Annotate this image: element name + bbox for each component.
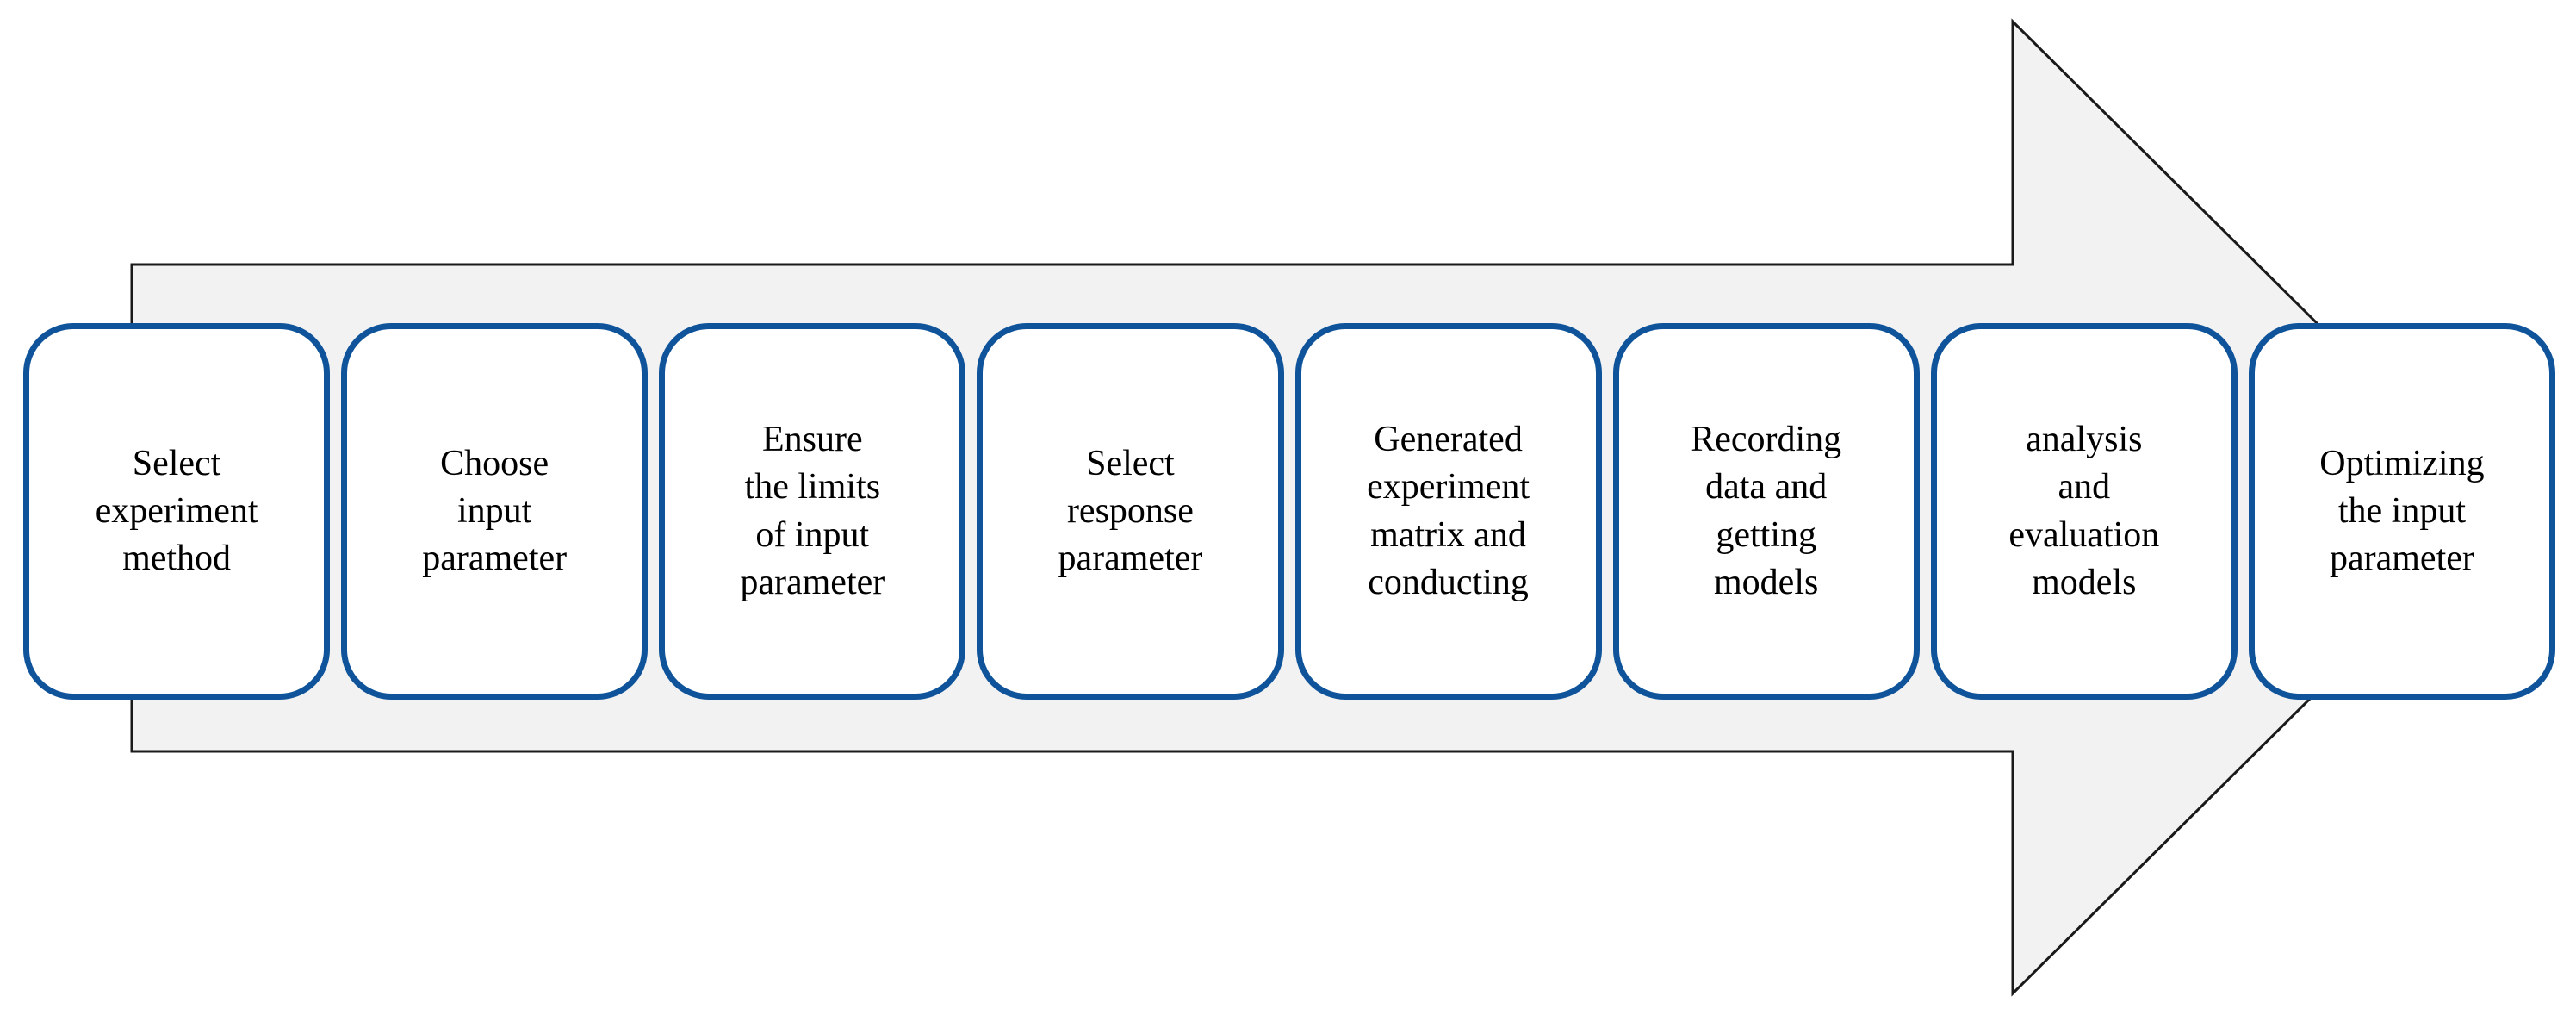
step-box-ensure-limits: Ensure the limits of input parameter: [659, 323, 966, 700]
step-box-select-experiment-method: Select experiment method: [23, 323, 331, 700]
steps-row: Select experiment method Choose input pa…: [23, 323, 2555, 700]
step-label: Ensure the limits of input parameter: [740, 420, 885, 602]
step-label: Select response parameter: [1058, 443, 1203, 578]
step-label: analysis and evaluation models: [2008, 420, 2160, 602]
step-label: Generated experiment matrix and conducti…: [1367, 420, 1530, 602]
step-box-select-response-parameter: Select response parameter: [977, 323, 1284, 700]
step-box-recording-data: Recording data and getting models: [1612, 323, 1920, 700]
step-label: Recording data and getting models: [1691, 420, 1842, 602]
step-box-optimizing-input-parameter: Optimizing the input parameter: [2248, 323, 2555, 700]
step-label: Optimizing the input parameter: [2319, 443, 2485, 578]
step-box-analysis-evaluation: analysis and evaluation models: [1930, 323, 2238, 700]
step-label: Choose input parameter: [422, 443, 568, 578]
step-label: Select experiment method: [95, 443, 258, 578]
step-box-choose-input-parameter: Choose input parameter: [341, 323, 649, 700]
step-box-generated-experiment-matrix: Generated experiment matrix and conducti…: [1294, 323, 1602, 700]
